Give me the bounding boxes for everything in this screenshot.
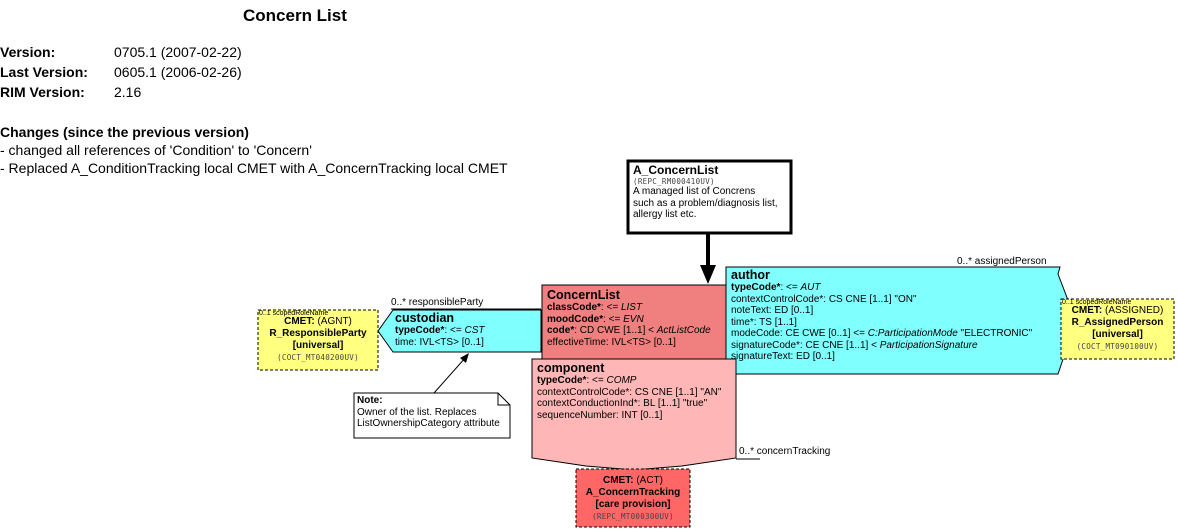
author-attr: signatureCode*: CE CNE [1..1] < Particip… [731,339,978,351]
entry-point-name: A_ConcernList [633,163,719,177]
author-class: author typeCode*: <= AUT contextControlC… [731,268,1032,363]
rim-version-value: 2.16 [114,84,142,100]
last-version-value: 0605.1 (2006-02-26) [114,64,242,80]
cmet-act-head: CMET: (ACT) [602,475,663,486]
entry-arrow-head [700,265,716,284]
author-attr: signatureText: ED [0..1] [731,351,835,362]
custodian-class: custodian typeCode*: <= CST time: IVL<TS… [395,311,484,348]
entry-point-code: (REPC_RM000410UV) [633,177,715,186]
author-attr: time*: TS [1..1] [731,316,797,328]
cmet-act-box [575,468,691,528]
custodian-assoc-label: 0..* responsibleParty [391,297,484,308]
cmet-agnt: CMET: (AGNT) R_ResponsibleParty [univers… [258,316,378,364]
entry-point-desc: such as a problem/diagnosis list, [633,197,778,209]
changes-heading: Changes (since the previous version) [0,124,249,140]
component-attr: sequenceNumber: INT [0..1] [537,409,663,421]
note-line: Owner of the list. Replaces [357,406,477,418]
component-attr: typeCode*: <= COMP [537,375,637,386]
note-connector-head [460,353,469,363]
note-fold [497,393,510,406]
custodian-shape [377,309,542,353]
note-label: Note: [357,395,383,406]
concern-list-name: ConcernList [547,288,620,302]
concern-list-attr: moodCode*: <= EVN [547,313,644,325]
cmet-agnt-box [257,309,379,371]
cmet-assigned: CMET: (ASSIGNED) R_AssignedPerson [unive… [1061,305,1174,353]
author-name: author [731,268,770,282]
component-class: component typeCode*: <= COMP contextCont… [537,361,721,421]
cmet-act-code: (REPC_MT000300UV) [592,512,674,521]
entry-point-desc: allergy list etc. [633,209,697,220]
custodian-attr: time: IVL<TS> [0..1] [395,336,484,348]
cmet-agnt-variant: [universal] [292,340,344,351]
cmet-assigned-role: 0..1 scopedRoleName [1062,299,1132,306]
author-attr: noteText: ED [0..1] [731,305,814,316]
author-attr: modeCode: CE CWE [0..1] <= C:Participati… [731,328,1033,339]
change-item: - Replaced A_ConditionTracking local CME… [0,160,508,176]
cmet-assigned-name: R_AssignedPerson [1071,317,1164,328]
cmet-act-name: A_ConcernTracking [585,487,681,498]
entry-point-box [626,159,793,235]
note-connector [433,356,467,394]
entry-point-desc: A managed list of Concrens [633,186,756,197]
rim-version-label: RIM Version: [0,84,85,100]
note-box [353,392,511,439]
author-attr: contextControlCode*: CS CNE [1..1] "ON" [731,293,917,305]
custodian-name: custodian [395,311,455,325]
change-item: - changed all references of 'Condition' … [0,142,312,158]
component-attr: contextConductionInd*: BL [1..1] "true" [537,398,708,409]
cmet-assigned-code: (COCT_MT090100UV) [1076,342,1159,351]
author-attr: typeCode*: <= AUT [731,282,821,293]
cmet-act-variant: [care provision] [595,499,671,510]
version-row: Version: 0705.1 (2007-02-22) [0,44,242,60]
concern-list-attr: classCode*: <= LIST [547,302,643,313]
note: Note: Owner of the list. Replaces ListOw… [357,395,500,430]
author-assoc-label: 0..* assignedPerson [957,256,1047,267]
last-version-row: Last Version: 0605.1 (2006-02-26) [0,64,242,80]
cmet-agnt-name: R_ResponsibleParty [269,328,367,339]
concern-list-box [541,284,727,360]
component-shape [531,358,737,471]
note-line: ListOwnershipCategory attribute [357,418,500,429]
page-title: Concern List [243,6,347,25]
component-attr: contextControlCode*: CS CNE [1..1] "AN" [537,386,722,398]
cmet-act: CMET: (ACT) A_ConcernTracking [care prov… [576,475,690,523]
cmet-assigned-variant: [universal] [1092,329,1143,340]
version-label: Version: [0,44,56,60]
version-value: 0705.1 (2007-02-22) [114,44,242,60]
rim-version-row: RIM Version: 2.16 [0,84,141,100]
concern-list-attr: effectiveTime: IVL<TS> [0..1] [547,336,676,348]
cmet-agnt-role: 0..1 scopedRoleName [259,310,329,317]
concern-list-attr: code*: CD CWE [1..1] < ActListCode [547,325,711,336]
concern-list-class: ConcernList classCode*: <= LIST moodCode… [547,288,711,348]
cmet-assigned-head: CMET: (ASSIGNED) [1071,305,1164,316]
component-assoc-label: 0..* concernTracking [739,446,831,457]
component-name: component [537,361,605,375]
custodian-attr: typeCode*: <= CST [395,325,485,336]
cmet-assigned-box [1060,298,1175,360]
cmet-agnt-code: (COCT_MT040200UV) [277,353,359,362]
entry-point: A_ConcernList (REPC_RM000410UV) A manage… [633,163,789,221]
last-version-label: Last Version: [0,64,88,80]
cmet-agnt-head: CMET: (AGNT) [284,316,352,327]
